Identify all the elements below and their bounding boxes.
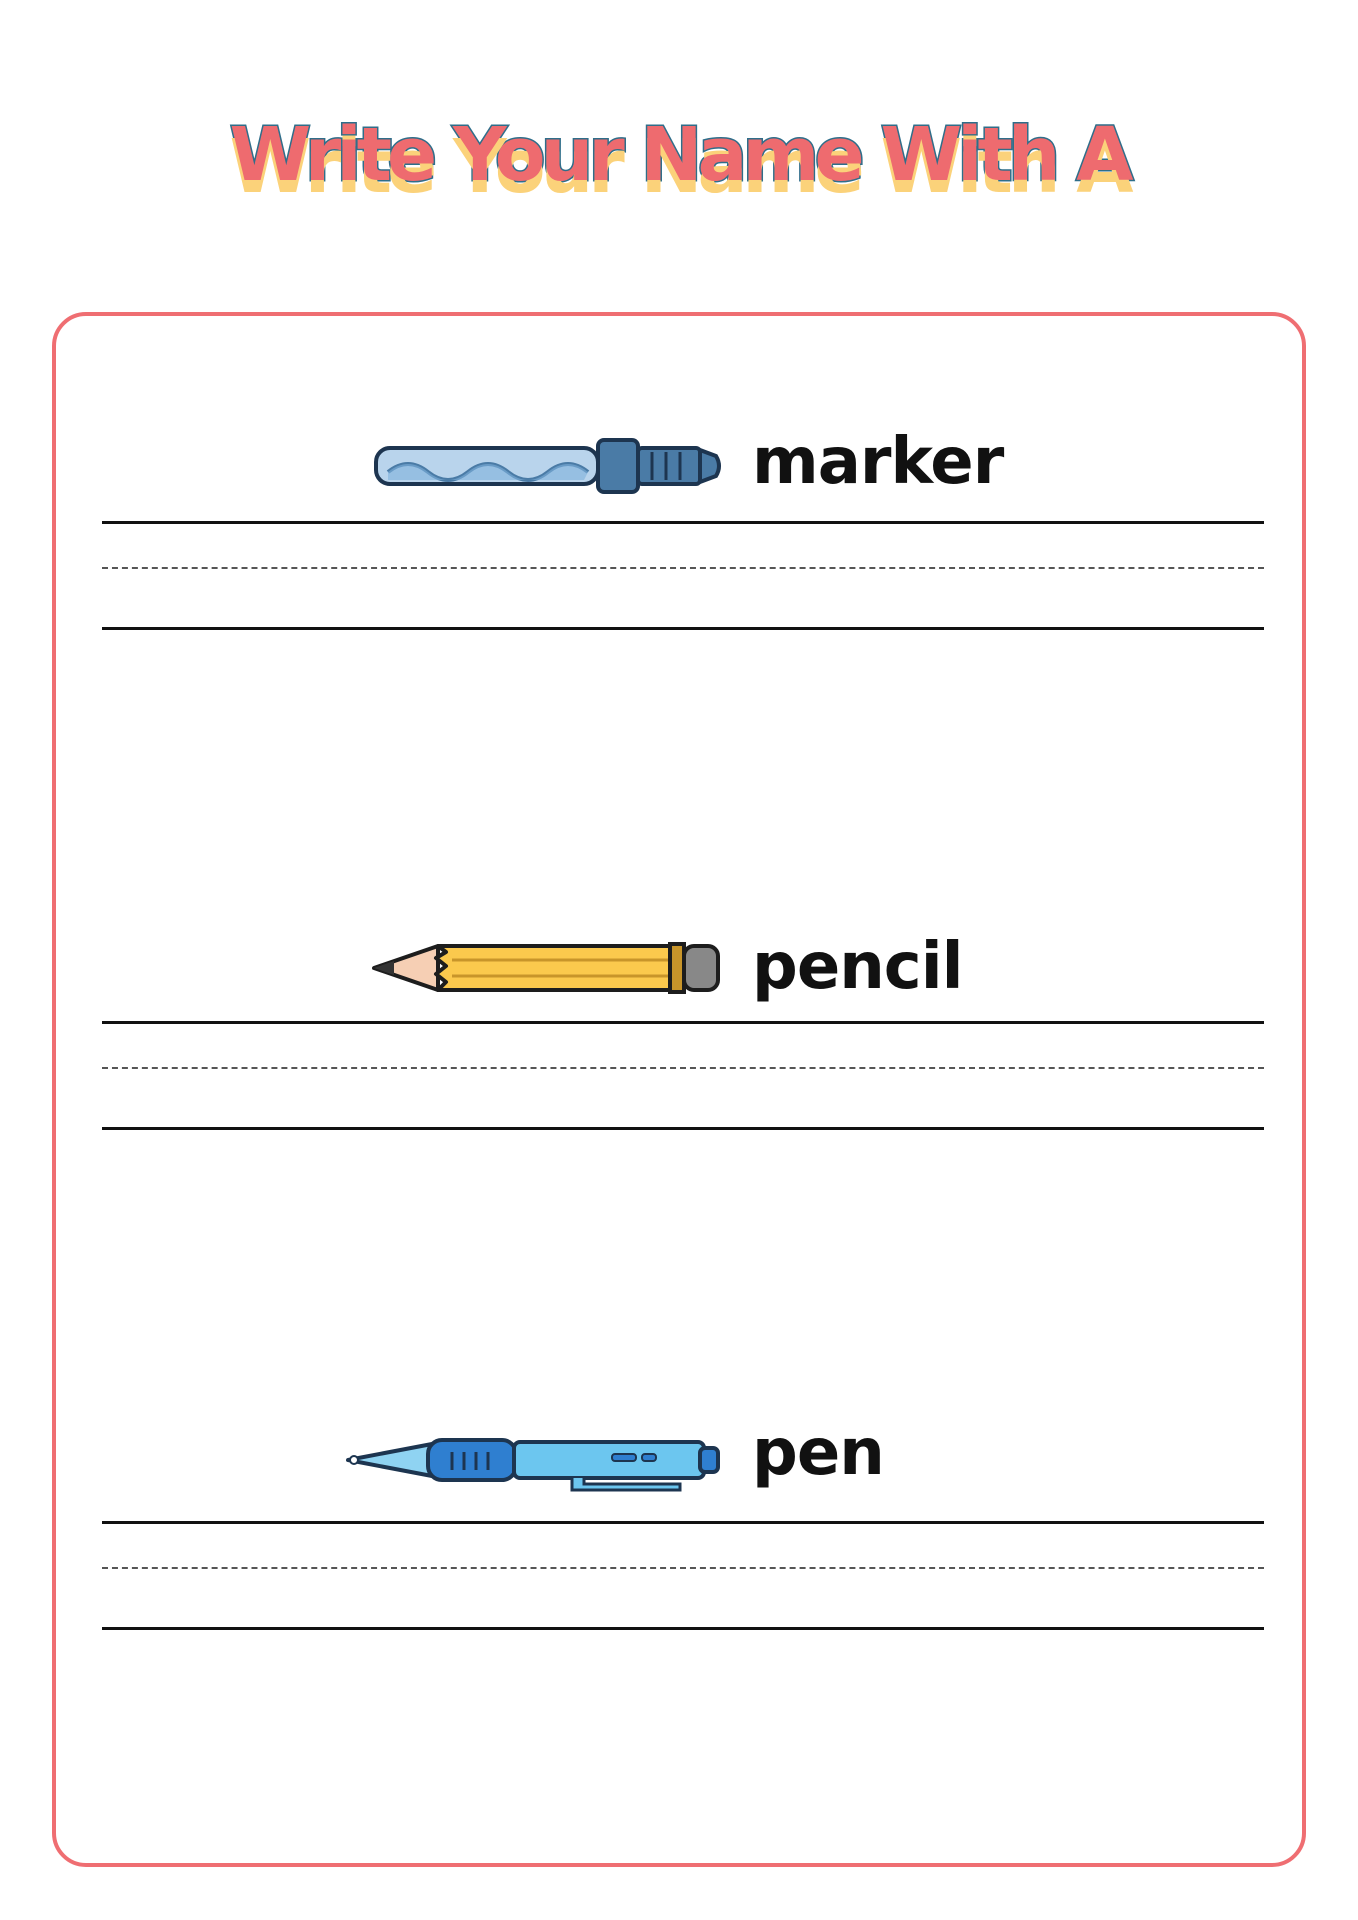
writing-line-top xyxy=(102,521,1264,524)
tool-label-marker: marker xyxy=(752,425,1004,499)
tool-label-pen: pen xyxy=(752,1416,885,1490)
page-title: Write Your Name With A xyxy=(228,112,1135,198)
writing-line-bottom xyxy=(102,627,1264,630)
pen-icon xyxy=(346,1438,720,1492)
worksheet-frame xyxy=(52,312,1306,1867)
pencil-icon xyxy=(372,942,720,994)
tool-label-pencil: pencil xyxy=(752,930,964,1004)
writing-line-mid xyxy=(102,1567,1264,1569)
writing-line-mid xyxy=(102,1067,1264,1069)
marker-icon xyxy=(374,438,721,494)
writing-line-bottom xyxy=(102,1627,1264,1630)
writing-line-top xyxy=(102,1521,1264,1524)
writing-line-mid xyxy=(102,567,1264,569)
writing-line-bottom xyxy=(102,1127,1264,1130)
writing-line-top xyxy=(102,1021,1264,1024)
